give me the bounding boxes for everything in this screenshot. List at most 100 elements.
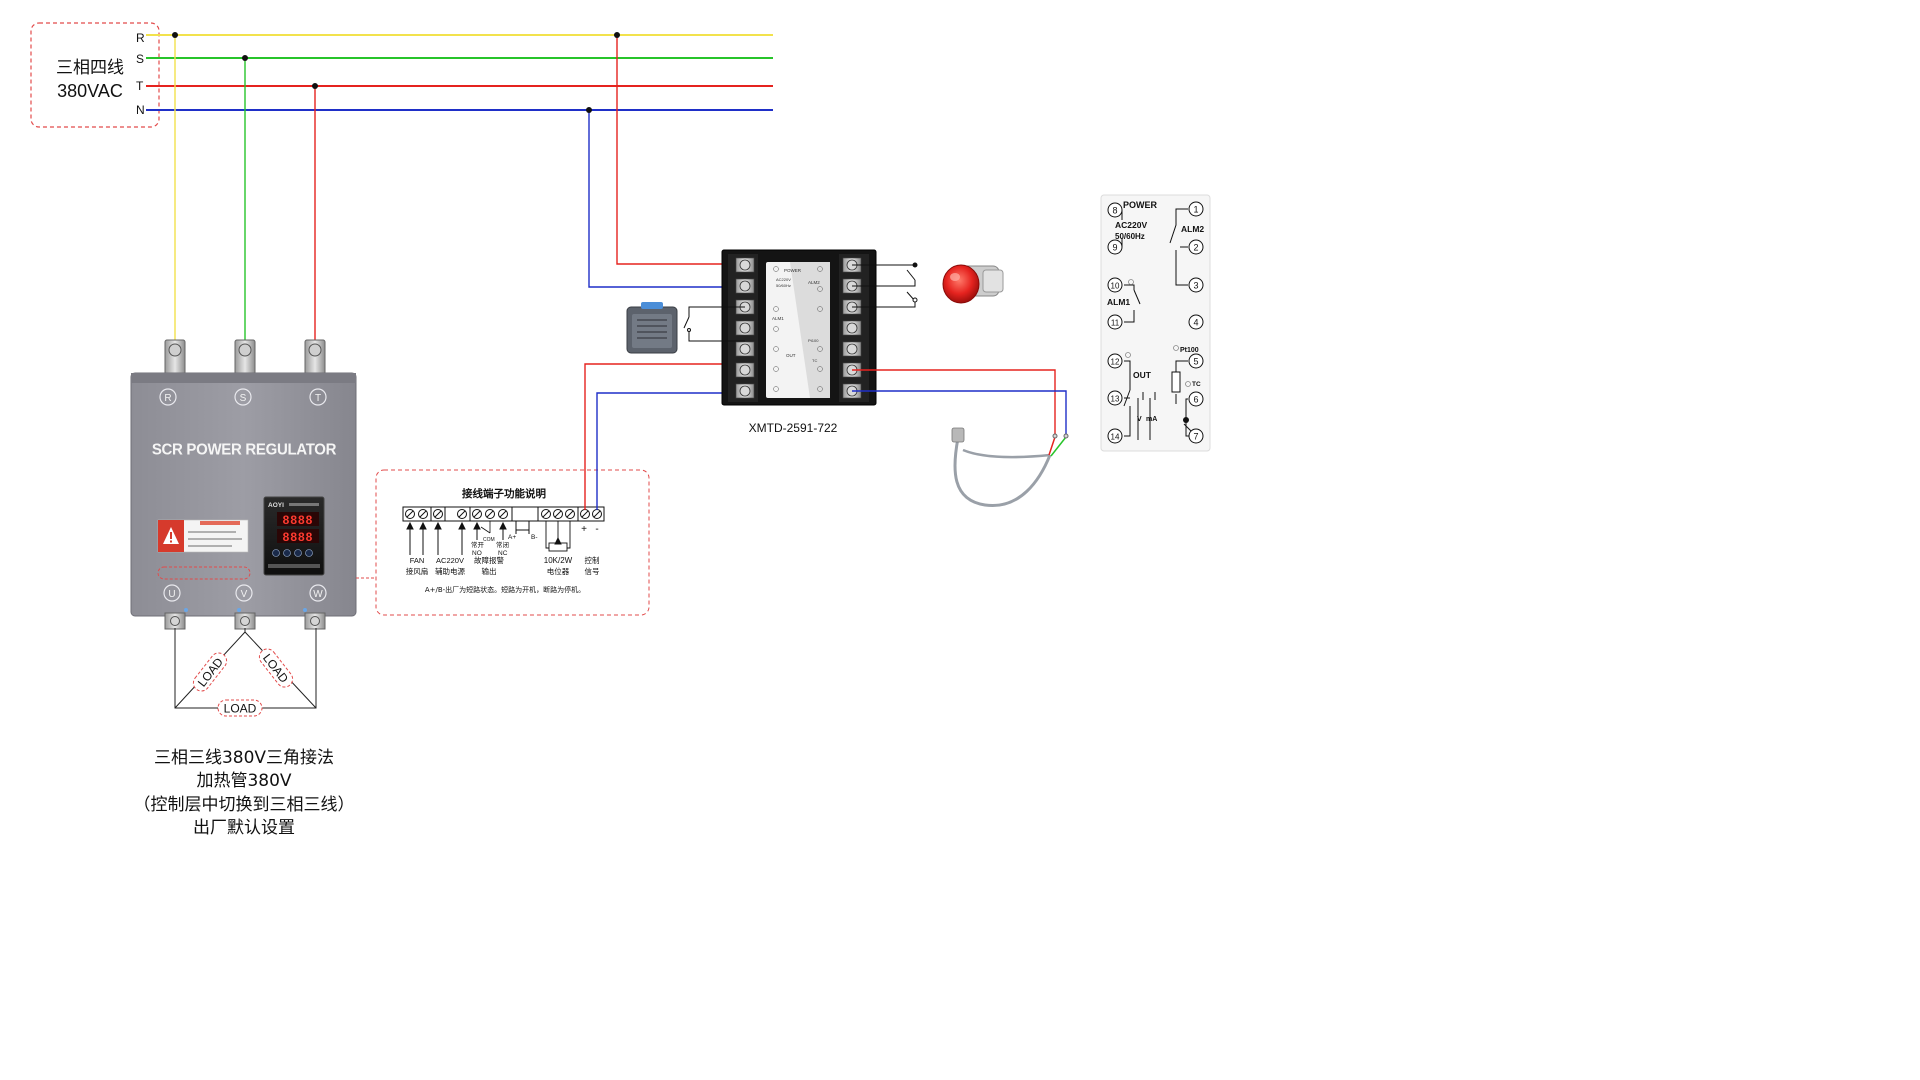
display-button-4[interactable]	[305, 549, 313, 557]
screw-slots	[406, 510, 601, 518]
polarity-plus: +	[581, 524, 587, 535]
display-sv: 8888	[283, 530, 314, 544]
schematic-power-spec-1: AC220V	[1115, 220, 1147, 230]
alarm-buzzer-wiring	[683, 306, 745, 342]
terminal-r-mark: R	[164, 393, 171, 404]
scr-regulator: R S T SCR POWER REGULATOR AOYI 8888	[130, 339, 357, 630]
thermocouple-sensor	[951, 427, 1069, 507]
phase-label-t: T	[136, 79, 144, 93]
relay-no: NO	[472, 550, 482, 557]
controller-schematic: POWER AC220V 50/60Hz ALM2 ALM1 OUT Pt100…	[1100, 194, 1211, 452]
schematic-ma: mA	[1146, 416, 1157, 423]
face-power: POWER	[784, 268, 802, 273]
terminal-t-mark: T	[315, 393, 321, 404]
relay-symbol	[480, 521, 491, 534]
delta-load	[174, 628, 317, 709]
load-left: LOAD	[192, 652, 228, 692]
controller-label-face: POWER AC220V 50/60Hz ALM2 ALM1 Pt100 OUT…	[766, 262, 830, 398]
warning-label	[157, 519, 249, 553]
display-pv: 8888	[283, 513, 314, 527]
display-button-1[interactable]	[272, 549, 280, 557]
output-busbars	[164, 612, 326, 630]
terminal-numbers: 8 9 10 11 12 13 14 1 2 3 4 5 6 7	[1111, 205, 1199, 442]
buzzer-device	[626, 302, 678, 354]
relay-text: 常开 NO COM 常闭 NC	[471, 537, 509, 557]
regulator-body	[130, 372, 357, 617]
relay-no-cn: 常开	[471, 540, 485, 549]
terminal-8: 8	[1112, 206, 1117, 216]
bus-lines	[146, 34, 773, 111]
input-terminal-marks	[159, 388, 327, 406]
relay-nc: NC	[498, 550, 508, 557]
face-hz: 50/60Hz	[776, 283, 791, 288]
phase-label-r: R	[136, 31, 145, 45]
terminal-v-mark: V	[241, 589, 248, 600]
controller-unit: POWER AC220V 50/60Hz ALM2 ALM1 Pt100 OUT…	[721, 249, 877, 435]
schematic-terminals	[1107, 201, 1204, 444]
controller-feeds	[588, 35, 745, 288]
note-line-4: 出厂默认设置	[193, 818, 295, 838]
input-busbars	[164, 339, 326, 377]
terminal-s-mark: S	[240, 393, 247, 404]
face-ac220: AC220V	[776, 277, 791, 282]
col-alarm-l1: 故障报警	[474, 555, 504, 565]
terminal-14: 14	[1111, 433, 1120, 442]
load-bottom-label: LOAD	[224, 702, 257, 716]
terminal-11: 11	[1111, 319, 1120, 328]
face-pt100: Pt100	[808, 338, 819, 343]
terminal-callout-marker	[157, 566, 251, 580]
regulator-feeds	[174, 35, 316, 348]
regulator-display-panel: AOYI 8888 8888	[263, 496, 325, 576]
alarm-lamp-wiring	[852, 262, 918, 308]
terminal-4: 4	[1193, 318, 1198, 328]
pt100-resistor	[1171, 371, 1181, 393]
col-fan-l2: 接风扇	[406, 566, 429, 576]
col-alarm-l2: 输出	[482, 566, 497, 576]
terminal-9: 9	[1112, 243, 1117, 253]
note-line-2: 加热管380V	[196, 771, 291, 791]
schematic-pt100: Pt100	[1180, 347, 1199, 354]
schematic-v: V	[1137, 416, 1142, 423]
schematic-alm2: ALM2	[1181, 224, 1204, 234]
schematic-wires	[1121, 208, 1193, 440]
wiring-note: 三相三线380V三角接法 加热管380V （控制层中切换到三相三线） 出厂默认设…	[134, 748, 355, 838]
regulator-brand: AOYI	[268, 502, 284, 509]
schematic-power-spec-2: 50/60Hz	[1115, 232, 1145, 241]
relay-com: COM	[483, 537, 495, 543]
terminal-1: 1	[1193, 205, 1198, 215]
col-pot-l2: 电位器	[547, 566, 570, 576]
ab-label-b: B-	[531, 534, 538, 541]
regulator-name: SCR POWER REGULATOR	[152, 441, 337, 458]
display-button-2[interactable]	[283, 549, 291, 557]
sensor-wiring	[852, 369, 1067, 436]
phase-label-n: N	[136, 103, 145, 117]
junction-dots	[172, 32, 620, 113]
col-pot-l1: 10K/2W	[544, 556, 573, 565]
terminal-13: 13	[1111, 395, 1120, 404]
potentiometer-symbol	[545, 521, 571, 552]
col-signal-l2: 信号	[585, 566, 600, 576]
supply-box: 三相四线 380VAC R S T N	[30, 22, 160, 128]
load-bottom: LOAD	[217, 699, 263, 717]
face-alm1: ALM1	[772, 316, 784, 321]
polarity-minus: -	[595, 524, 598, 535]
terminal-5: 5	[1193, 357, 1198, 367]
terminal-10: 10	[1111, 282, 1120, 291]
terminal-w-mark: W	[313, 589, 323, 600]
phase-label-s: S	[136, 52, 144, 66]
note-line-3: （控制层中切换到三相三线）	[134, 795, 355, 815]
display-button-3[interactable]	[294, 549, 302, 557]
indicator-lamp	[942, 264, 1004, 304]
note-line-1: 三相三线380V三角接法	[154, 748, 334, 768]
face-alm2: ALM2	[808, 280, 820, 285]
terminal-6: 6	[1193, 395, 1198, 405]
face-tc: TC	[812, 358, 817, 363]
schematic-alm1: ALM1	[1107, 297, 1130, 307]
terminal-3: 3	[1193, 281, 1198, 291]
ab-label-a: A+	[508, 534, 516, 541]
col-fan-l1: FAN	[410, 556, 425, 565]
col-aux-l1: AC220V	[436, 556, 464, 565]
signal-wires	[584, 363, 745, 510]
load-right: LOAD	[258, 648, 294, 688]
schematic-power: POWER	[1123, 200, 1158, 210]
